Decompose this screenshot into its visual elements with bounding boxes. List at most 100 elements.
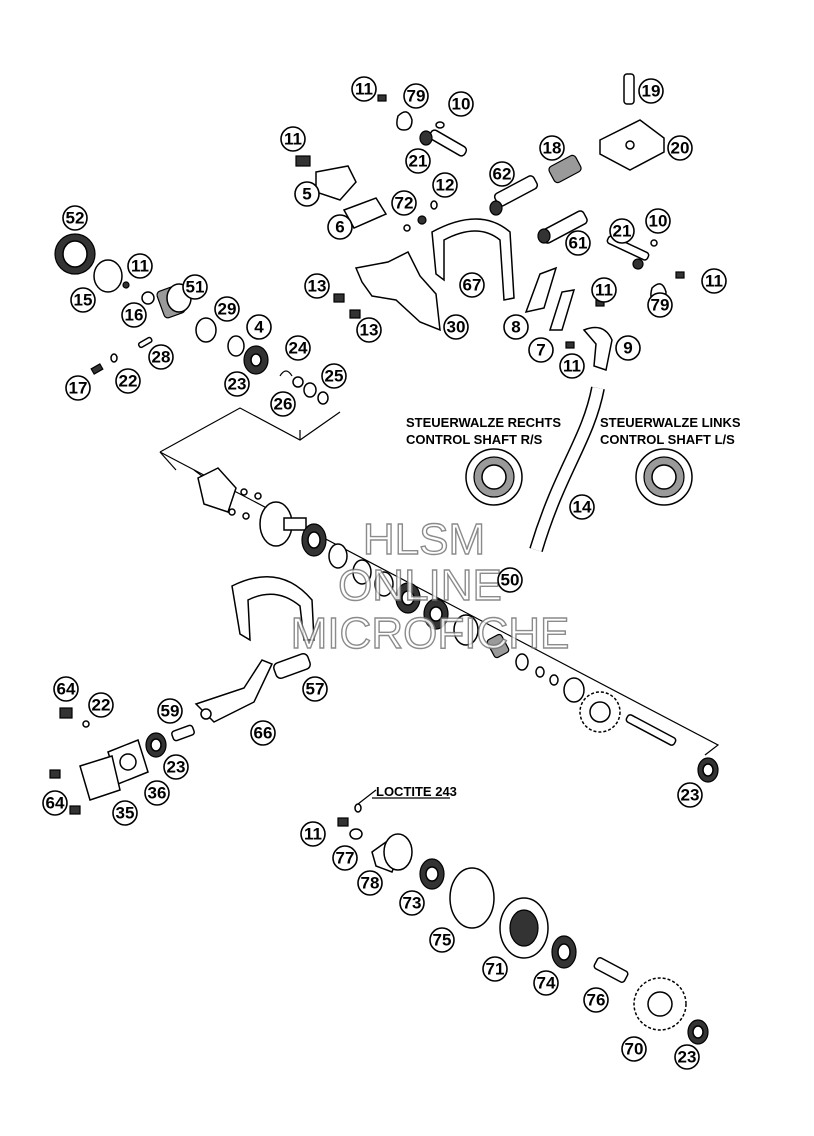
svg-text:71: 71	[486, 960, 505, 979]
svg-text:23: 23	[681, 786, 700, 805]
callout-30: 30	[443, 314, 469, 340]
svg-text:50: 50	[501, 571, 520, 590]
svg-text:57: 57	[306, 680, 325, 699]
svg-text:12: 12	[436, 176, 455, 195]
svg-text:14: 14	[573, 498, 592, 517]
svg-text:64: 64	[46, 794, 65, 813]
svg-text:9: 9	[623, 339, 632, 358]
callout-23: 23	[224, 371, 250, 397]
svg-text:24: 24	[289, 339, 308, 358]
svg-text:36: 36	[148, 784, 167, 803]
callout-15: 15	[70, 287, 96, 313]
callout-22: 22	[115, 368, 141, 394]
callout-79: 79	[647, 292, 673, 318]
svg-text:52: 52	[66, 209, 85, 228]
callout-7: 7	[528, 337, 554, 363]
svg-text:51: 51	[186, 278, 205, 297]
callout-17: 17	[65, 375, 91, 401]
svg-text:8: 8	[511, 318, 520, 337]
callout-74: 74	[533, 970, 559, 996]
svg-text:76: 76	[587, 991, 606, 1010]
callout-71: 71	[482, 956, 508, 982]
svg-text:59: 59	[161, 702, 180, 721]
callout-28: 28	[148, 344, 174, 370]
svg-text:15: 15	[74, 291, 93, 310]
callout-52: 52	[62, 205, 88, 231]
svg-text:74: 74	[537, 974, 556, 993]
callout-57: 57	[302, 676, 328, 702]
callout-8: 8	[503, 314, 529, 340]
svg-text:4: 4	[254, 318, 264, 337]
callout-23: 23	[674, 1044, 700, 1070]
svg-text:75: 75	[433, 931, 452, 950]
callout-21: 21	[405, 148, 431, 174]
part-callouts: 11 79 10 19 20 11 18 21 62 5 12 72 6 10 …	[42, 76, 727, 1070]
watermark-line-3: MICROFICHE	[291, 609, 570, 658]
svg-text:67: 67	[463, 276, 482, 295]
control-shaft-right-en: CONTROL SHAFT R/S	[406, 432, 543, 447]
svg-text:22: 22	[92, 696, 111, 715]
svg-text:13: 13	[360, 321, 379, 340]
callout-19: 19	[638, 78, 664, 104]
callout-21: 21	[609, 218, 635, 244]
callout-11: 11	[300, 821, 326, 847]
loctite-label: LOCTITE 243	[376, 784, 457, 799]
callout-13: 13	[304, 273, 330, 299]
svg-text:21: 21	[613, 222, 632, 241]
control-shaft-right-de: STEUERWALZE RECHTS	[406, 415, 561, 430]
svg-text:77: 77	[336, 849, 355, 868]
callout-14: 14	[569, 494, 595, 520]
callout-76: 76	[583, 987, 609, 1013]
callout-64: 64	[53, 676, 79, 702]
callout-20: 20	[667, 135, 693, 161]
callout-11: 11	[280, 126, 306, 152]
callout-11: 11	[127, 253, 153, 279]
callout-61: 61	[565, 230, 591, 256]
callout-22: 22	[88, 692, 114, 718]
callout-35: 35	[112, 800, 138, 826]
svg-text:25: 25	[325, 367, 344, 386]
svg-text:22: 22	[119, 372, 138, 391]
svg-text:10: 10	[649, 212, 668, 231]
svg-text:70: 70	[625, 1040, 644, 1059]
svg-text:35: 35	[116, 804, 135, 823]
callout-10: 10	[645, 208, 671, 234]
svg-text:23: 23	[228, 375, 247, 394]
callout-12: 12	[432, 172, 458, 198]
callout-77: 77	[332, 845, 358, 871]
callout-23: 23	[163, 754, 189, 780]
svg-text:23: 23	[167, 758, 186, 777]
control-shaft-labels: STEUERWALZE RECHTS CONTROL SHAFT R/S STE…	[376, 415, 741, 799]
callout-75: 75	[429, 927, 455, 953]
svg-text:11: 11	[563, 357, 581, 376]
svg-text:10: 10	[452, 95, 471, 114]
svg-text:29: 29	[218, 300, 237, 319]
control-shaft-left-de: STEUERWALZE LINKS	[600, 415, 741, 430]
svg-text:79: 79	[651, 296, 670, 315]
callout-51: 51	[182, 274, 208, 300]
callout-73: 73	[399, 890, 425, 916]
callout-26: 26	[270, 391, 296, 417]
callout-67: 67	[459, 272, 485, 298]
callout-72: 72	[391, 190, 417, 216]
callout-23: 23	[677, 782, 703, 808]
svg-text:62: 62	[493, 165, 512, 184]
svg-text:18: 18	[543, 139, 562, 158]
callout-11: 11	[701, 268, 727, 294]
svg-text:5: 5	[302, 185, 311, 204]
watermark-line-1: HLSM	[363, 515, 485, 564]
svg-text:66: 66	[254, 724, 273, 743]
svg-text:30: 30	[447, 318, 466, 337]
svg-text:26: 26	[274, 395, 293, 414]
callout-4: 4	[246, 314, 272, 340]
svg-text:11: 11	[355, 80, 373, 99]
callout-6: 6	[327, 214, 353, 240]
svg-text:28: 28	[152, 348, 171, 367]
watermark: HLSM ONLINE MICROFICHE	[290, 514, 570, 658]
callout-79: 79	[403, 83, 429, 109]
parts-drawing	[49, 73, 720, 1045]
svg-text:13: 13	[308, 277, 327, 296]
svg-text:16: 16	[125, 306, 144, 325]
callout-11: 11	[559, 353, 585, 379]
